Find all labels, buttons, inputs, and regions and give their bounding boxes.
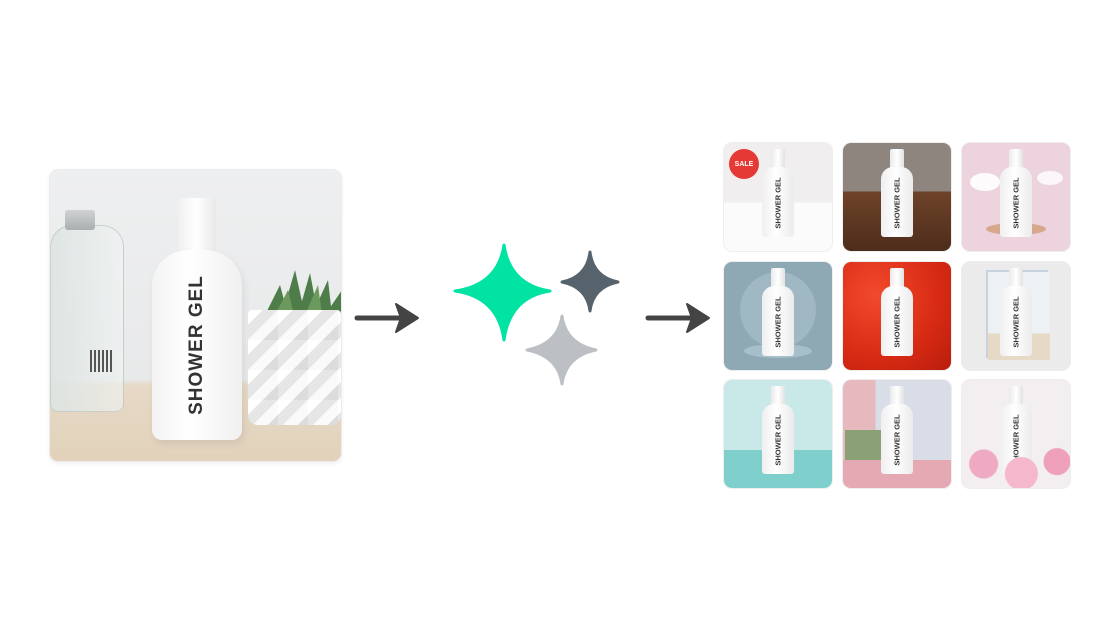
barcode bbox=[90, 350, 112, 372]
bottle-cap bbox=[178, 198, 216, 252]
bottle bbox=[762, 167, 794, 237]
bottle-label: SHOWER GEL bbox=[892, 414, 902, 466]
bottle bbox=[881, 167, 913, 237]
sale-badge: SALE bbox=[731, 151, 757, 177]
bottle-label: SHOWER GEL bbox=[892, 296, 902, 348]
generated-images-grid: SALE SHOWER GEL SHOWER GEL SHOWER GEL SH… bbox=[724, 143, 1070, 489]
bottle-cap bbox=[890, 149, 904, 169]
output-tile-mint[interactable]: SHOWER GEL bbox=[724, 380, 832, 488]
ai-sparkles-icon bbox=[453, 243, 620, 386]
glass-bottle-cap bbox=[65, 210, 95, 230]
output-tile-red-silk[interactable]: SHOWER GEL bbox=[843, 262, 951, 370]
output-tile-brick-wood[interactable]: SHOWER GEL bbox=[843, 143, 951, 251]
bottle-label: SHOWER GEL bbox=[773, 177, 783, 229]
bottle-label: SHOWER GEL bbox=[773, 296, 783, 348]
geometric-pot bbox=[248, 310, 341, 425]
bottle-cap bbox=[771, 386, 785, 406]
bottle-label: SHOWER GEL bbox=[892, 177, 902, 229]
bottle bbox=[762, 286, 794, 356]
bottle bbox=[881, 286, 913, 356]
bottle-cap bbox=[1009, 149, 1023, 169]
bottle-cap bbox=[890, 386, 904, 406]
arrow-right-icon bbox=[354, 303, 419, 333]
output-tile-sale[interactable]: SALE SHOWER GEL bbox=[724, 143, 832, 251]
bottle-cap bbox=[890, 268, 904, 288]
succulent-plant bbox=[265, 270, 341, 315]
bottle bbox=[1000, 167, 1032, 237]
bottle bbox=[881, 404, 913, 474]
arrow-right-icon bbox=[645, 303, 710, 333]
output-tile-pastel-blocks[interactable]: SHOWER GEL bbox=[843, 380, 951, 488]
output-tile-blue-arch[interactable]: SHOWER GEL bbox=[724, 262, 832, 370]
bottle bbox=[762, 404, 794, 474]
bottle-label: SHOWER GEL bbox=[1011, 177, 1021, 229]
bottle-cap bbox=[771, 268, 785, 288]
glass-bottle bbox=[50, 225, 124, 412]
shower-gel-bottle bbox=[152, 250, 242, 440]
output-tile-framed[interactable]: SHOWER GEL bbox=[962, 262, 1070, 370]
output-tile-pink-clouds[interactable]: SHOWER GEL bbox=[962, 143, 1070, 251]
bottle-cap bbox=[771, 149, 785, 169]
bottle-label: SHOWER GEL bbox=[773, 414, 783, 466]
bottle-cap bbox=[1009, 386, 1023, 406]
bottle-label: SHOWER GEL bbox=[1011, 296, 1021, 348]
bottle bbox=[1000, 286, 1032, 356]
bottle-label: SHOWER GEL bbox=[186, 275, 207, 415]
source-product-image: SHOWER GEL bbox=[50, 170, 341, 461]
bottle-cap bbox=[1009, 268, 1023, 288]
output-tile-flowers[interactable]: SHOWER GEL bbox=[962, 380, 1070, 488]
